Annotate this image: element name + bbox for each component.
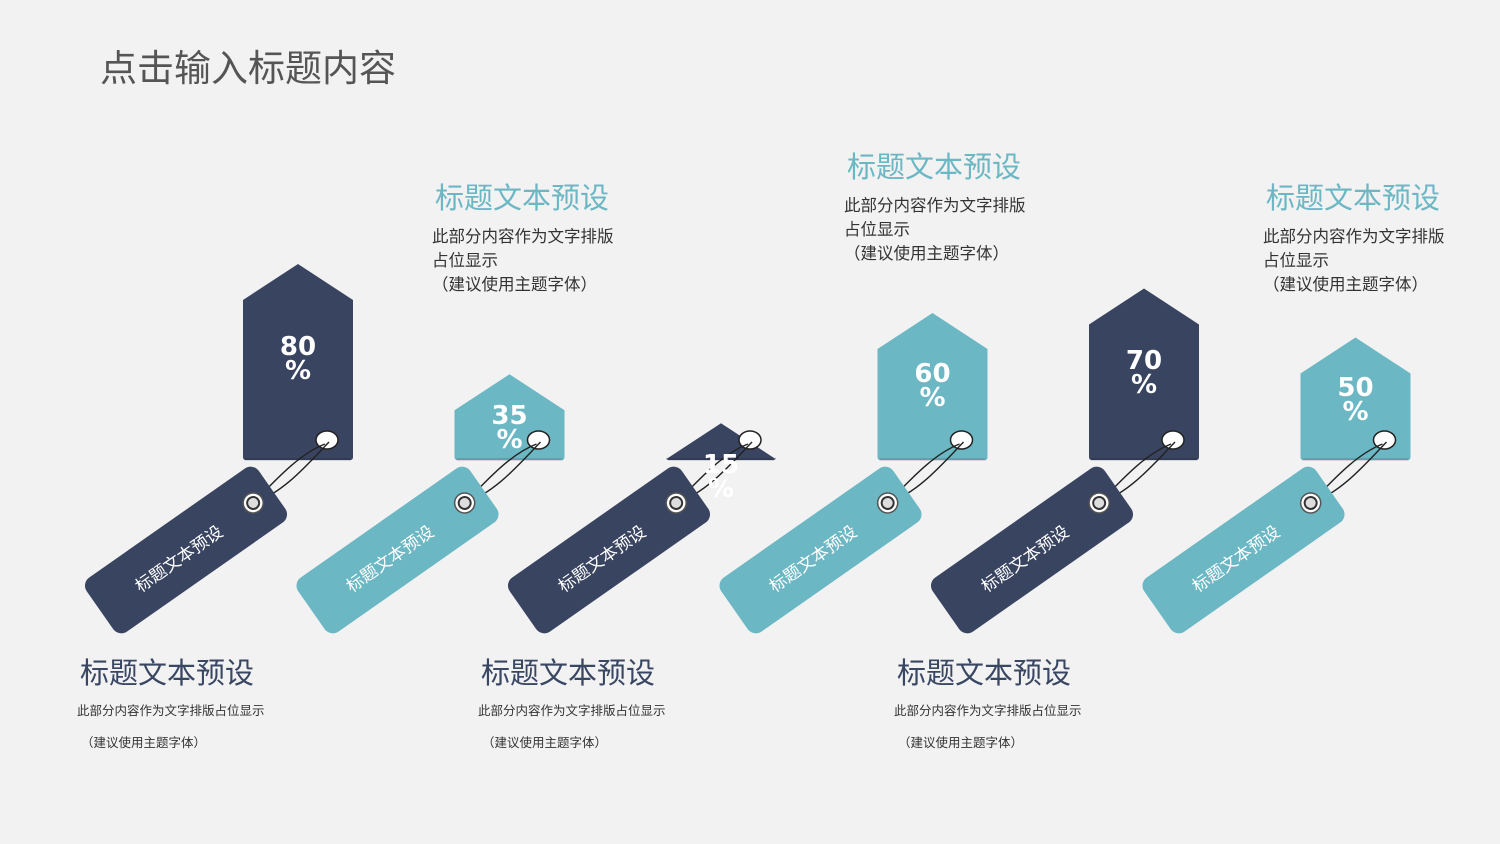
top-block-body-line: （建议使用主题字体） xyxy=(432,275,597,294)
top-block-body-line: 占位显示 xyxy=(1263,251,1329,270)
bottom-block-heading: 标题文本预设 xyxy=(79,656,254,690)
bottom-text-block-1: 标题文本预设 此部分内容作为文字排版占位显示 （建议使用主题字体） xyxy=(77,650,297,751)
bottom-block-body-line: 此部分内容作为文字排版占位显示 xyxy=(77,703,265,718)
hanging-tag-1 xyxy=(84,466,288,634)
bar-tag-hole xyxy=(949,430,974,450)
bar-tag-hole xyxy=(315,430,339,450)
bottom-block-heading: 标题文本预设 xyxy=(896,656,1071,690)
bottom-block-body-line: 此部分内容作为文字排版占位显示 xyxy=(478,703,666,718)
bar-percent-label-3: 15% xyxy=(702,450,740,505)
top-block-body-line: （建议使用主题字体） xyxy=(844,244,1009,263)
top-block-heading: 标题文本预设 xyxy=(1265,181,1440,215)
bottom-block-body-line: （建议使用主题字体） xyxy=(898,735,1024,750)
top-text-block-3: 标题文本预设 此部分内容作为文字排版 占位显示 （建议使用主题字体） xyxy=(1263,175,1463,297)
top-block-body-line: 占位显示 xyxy=(844,220,910,239)
bottom-block-body-line: （建议使用主题字体） xyxy=(482,735,608,750)
bottom-block-heading: 标题文本预设 xyxy=(480,656,655,690)
bar-percent-label-2: 35% xyxy=(491,401,528,456)
hanging-tag-6 xyxy=(1142,466,1345,634)
page-title: 点击输入标题内容 xyxy=(100,47,396,90)
hanging-tag-2 xyxy=(296,466,499,634)
bottom-block-body-line: 此部分内容作为文字排版占位显示 xyxy=(894,703,1082,718)
hanging-tag-4 xyxy=(719,466,922,634)
top-block-body-line: 占位显示 xyxy=(432,251,498,270)
top-block-heading: 标题文本预设 xyxy=(434,181,609,215)
top-block-heading: 标题文本预设 xyxy=(846,150,1021,184)
bottom-block-body-line: （建议使用主题字体） xyxy=(81,735,207,750)
top-text-block-1: 标题文本预设 此部分内容作为文字排版 占位显示 （建议使用主题字体） xyxy=(432,175,632,297)
hanging-tag-5 xyxy=(930,466,1134,634)
bar-percent-label-5: 70% xyxy=(1125,345,1163,400)
top-block-body-line: （建议使用主题字体） xyxy=(1263,275,1428,294)
bar-percent-label-6: 50% xyxy=(1337,373,1374,428)
top-text-block-2: 标题文本预设 此部分内容作为文字排版 占位显示 （建议使用主题字体） xyxy=(844,144,1044,266)
bar-percent-label-1: 80% xyxy=(279,331,317,386)
bar-tag-hole xyxy=(738,430,762,450)
top-block-body-line: 此部分内容作为文字排版 xyxy=(432,227,614,246)
bar-tag-hole xyxy=(1161,430,1185,450)
top-block-body-line: 此部分内容作为文字排版 xyxy=(1263,227,1445,246)
bar-percent-label-4: 60% xyxy=(914,359,951,414)
bottom-text-block-2: 标题文本预设 此部分内容作为文字排版占位显示 （建议使用主题字体） xyxy=(478,650,698,751)
top-block-body-line: 此部分内容作为文字排版 xyxy=(844,196,1026,215)
bar-tag-hole xyxy=(526,430,551,450)
hanging-tag-3 xyxy=(507,466,711,634)
bottom-text-block-3: 标题文本预设 此部分内容作为文字排版占位显示 （建议使用主题字体） xyxy=(894,650,1114,751)
bar-tag-hole xyxy=(1372,430,1397,450)
